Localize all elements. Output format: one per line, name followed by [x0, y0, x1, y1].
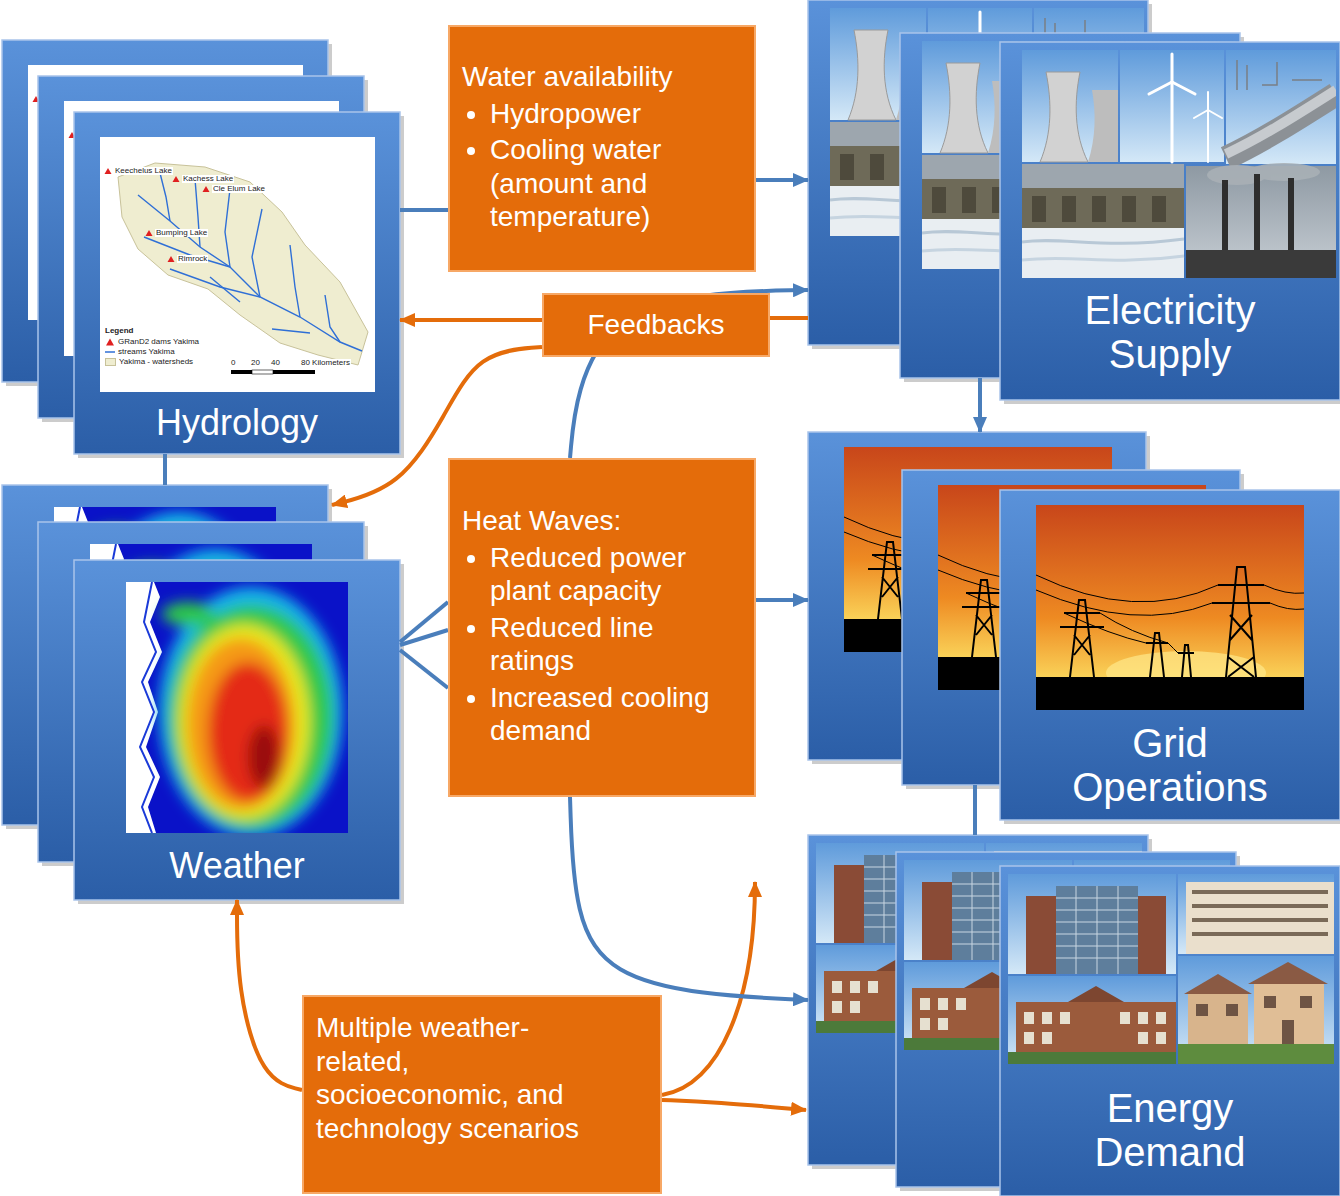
weather-cards-part	[74, 560, 400, 900]
water-availability-box: Water availabilityHydropowerCooling wate…	[448, 25, 756, 272]
connector	[163, 454, 167, 485]
map-label: 80 Kilometers	[300, 359, 351, 367]
box-heading: Heat Waves:	[462, 504, 742, 538]
weather-stack: Weather	[2, 485, 400, 900]
hydrology-cards-part	[100, 137, 375, 392]
supply-cards	[808, 0, 1340, 404]
connector	[973, 785, 977, 835]
map-label: Legend	[104, 327, 134, 335]
box-text: Multiple weather-related, socioeconomic,…	[316, 1011, 608, 1145]
demand-cards	[808, 835, 1340, 1196]
node-title: Energy Demand	[1040, 1086, 1300, 1174]
bullet-item: Reduced power plant capacity	[490, 541, 742, 608]
weather-cards-part	[126, 582, 348, 837]
scenarios-box: Multiple weather-related, socioeconomic,…	[302, 995, 662, 1194]
node-title: Hydrology	[87, 403, 387, 443]
demand-cards-part	[1000, 866, 1340, 1196]
bullet-list: Reduced power plant capacityReduced line…	[462, 538, 742, 752]
grid-cards-part	[1036, 505, 1304, 710]
box-heading: Water availability	[462, 60, 742, 94]
bullet-item: Increased cooling demand	[490, 681, 742, 748]
legend-row: streams Yakima	[104, 348, 176, 356]
map-label: Keechelus Lake	[114, 167, 173, 175]
bullet-item: Cooling water (amount and temperature)	[490, 133, 742, 234]
connector	[756, 598, 808, 602]
connector	[400, 630, 448, 645]
bullet-list: HydropowerCooling water (amount and temp…	[462, 94, 742, 237]
map-label: Kachess Lake	[182, 175, 234, 183]
heat-waves-box: Heat Waves:Reduced power plant capacityR…	[448, 458, 756, 797]
box-text: Feedbacks	[556, 308, 756, 342]
supply-cards-part	[1000, 42, 1340, 400]
connector	[978, 378, 982, 432]
connector	[400, 318, 542, 322]
connector	[662, 1100, 806, 1110]
weather-cards	[2, 485, 404, 904]
supply-cards-part	[1022, 50, 1336, 278]
connector	[770, 316, 808, 320]
connector	[400, 208, 448, 212]
legend-row: Yakima - watersheds	[104, 358, 194, 366]
map-label: Cle Elum Lake	[212, 185, 266, 193]
map-label: Rimrock	[177, 255, 208, 263]
node-title: Weather	[87, 846, 387, 886]
decor-lines-part	[400, 650, 448, 688]
legend-swatch	[105, 348, 115, 356]
feedbacks-box: Feedbacks	[542, 293, 770, 357]
legend-text: GRanD2 dams Yakima	[118, 338, 199, 346]
bullet-item: Hydropower	[490, 97, 742, 131]
legend-swatch	[105, 358, 116, 366]
legend-text: Yakima - watersheds	[119, 358, 193, 366]
hydrology-cards	[2, 40, 404, 458]
bullet-item: Reduced line ratings	[490, 611, 742, 678]
node-title: Grid Operations	[1040, 721, 1300, 809]
grid-cards-part	[1000, 490, 1340, 820]
stream-symbol	[105, 351, 115, 353]
connector	[570, 797, 808, 1000]
demand-cards-part	[1008, 874, 1334, 1064]
connector	[237, 900, 302, 1090]
electricity-supply-stack: Electricity Supply	[808, 0, 1340, 400]
legend-text: streams Yakima	[118, 348, 175, 356]
legend-swatch	[105, 338, 115, 346]
legend-row: GRanD2 dams Yakima	[104, 338, 200, 346]
energy-demand-stack: Energy Demand	[808, 835, 1340, 1196]
hydrology-cards-part	[74, 112, 400, 454]
map-label: Bumping Lake	[155, 229, 208, 237]
map-label: 20	[250, 359, 261, 367]
grid-operations-stack: Grid Operations	[808, 432, 1340, 820]
node-title: Electricity Supply	[1040, 288, 1300, 376]
connector	[756, 178, 808, 182]
grid-cards	[808, 432, 1340, 824]
dam-symbol	[106, 339, 114, 346]
map-label: 40	[270, 359, 281, 367]
hydrology-stack: Hydrology	[2, 40, 400, 454]
map-label: 0	[230, 359, 236, 367]
